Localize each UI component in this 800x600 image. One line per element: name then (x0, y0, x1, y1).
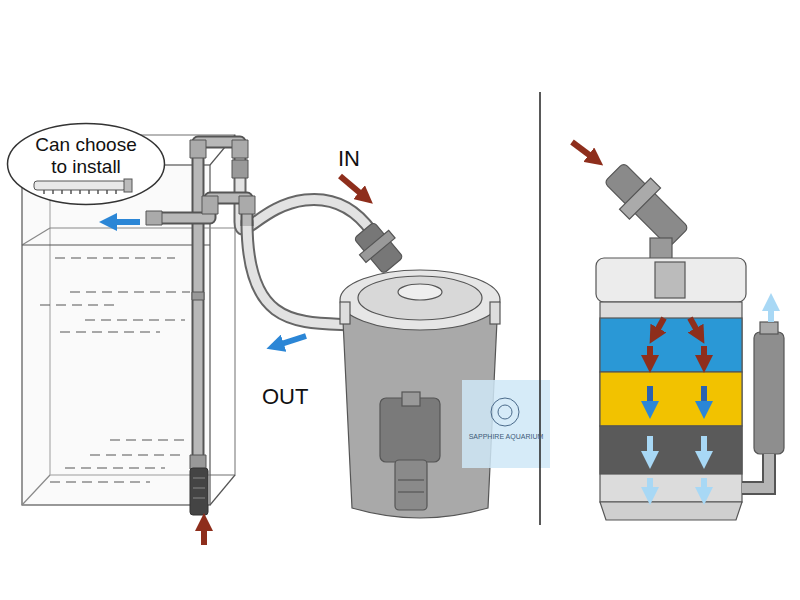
callout-bubble: Can choose to install (6, 122, 166, 206)
canister-filter (340, 218, 500, 518)
bubble-ellipse (8, 124, 165, 205)
watermark-emblem (491, 398, 519, 426)
pipes (146, 140, 255, 515)
callout-text: Can choose to install (30, 134, 142, 178)
watermark-emblem (498, 405, 512, 419)
canister-cutaway (596, 157, 784, 520)
divider-line (539, 92, 541, 525)
flow-label: OUT (262, 384, 332, 410)
watermark-box (462, 380, 550, 468)
watermark-text: SAPPHIRE AQUARIUM (462, 433, 550, 440)
flow-arrows (108, 142, 771, 545)
flow-label: IN (338, 146, 398, 172)
water-dashes (40, 258, 190, 482)
